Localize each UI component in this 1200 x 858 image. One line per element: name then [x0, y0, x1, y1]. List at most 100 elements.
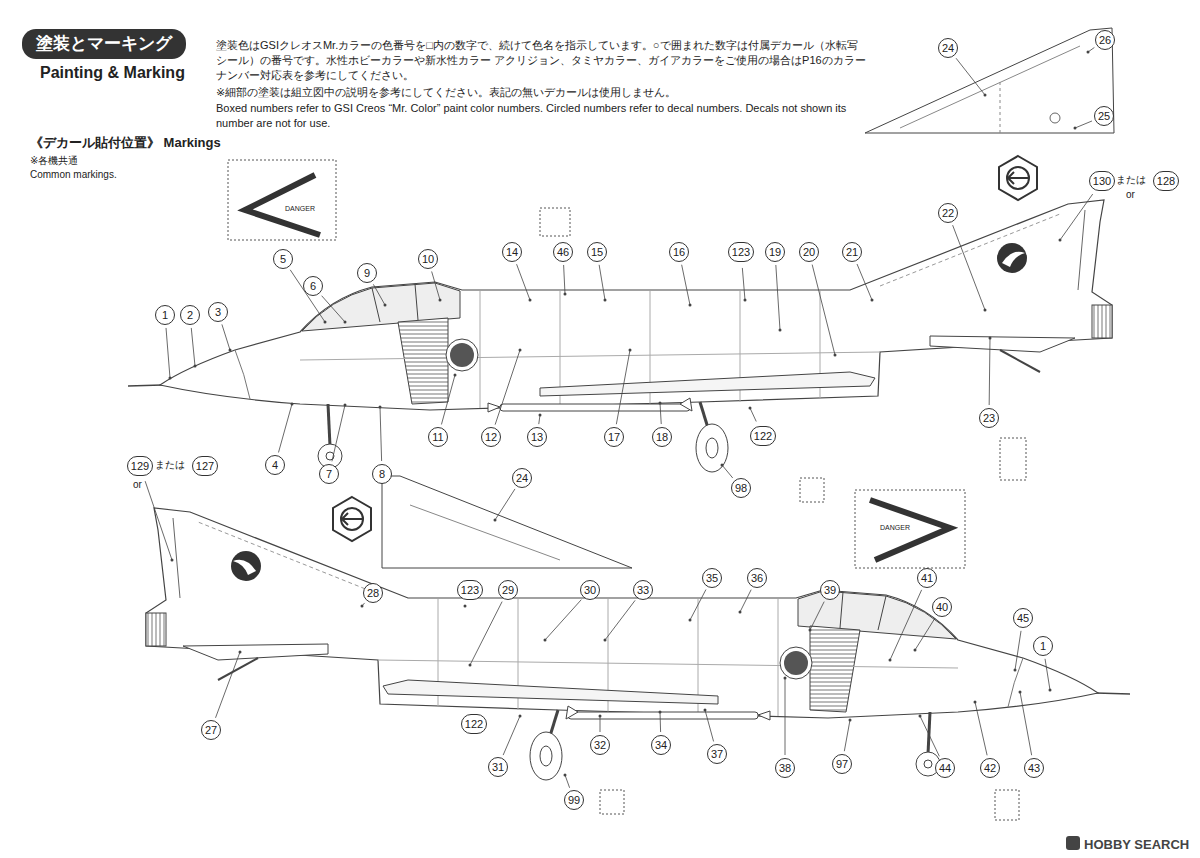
- alternative-note: または: [1116, 174, 1146, 186]
- leader-dot: [1014, 669, 1017, 672]
- leader-dot: [849, 719, 852, 722]
- decal-detail: [228, 160, 1026, 820]
- leader-dot: [494, 519, 497, 522]
- illustration-part: [1000, 82, 1001, 133]
- hobby-search-icon: [1066, 836, 1080, 850]
- leader-line: [975, 702, 987, 755]
- leader-dot: [439, 299, 442, 302]
- callout-number: 33: [633, 580, 653, 600]
- callout-number: 6: [303, 276, 323, 296]
- leader-dot: [519, 349, 522, 352]
- note-text: Boxed numbers refer to GSI Creos “Mr. Co…: [216, 101, 866, 131]
- leader-line: [1045, 659, 1050, 690]
- callout-number: 1: [1033, 636, 1053, 656]
- callout-number: 8: [372, 464, 392, 484]
- leader-line: [605, 600, 635, 640]
- callout-number: 10: [418, 249, 438, 269]
- leader-line: [470, 602, 502, 665]
- callout-number: 15: [587, 242, 607, 262]
- leader-line: [722, 465, 733, 478]
- callout-number: 39: [820, 580, 840, 600]
- leader-line: [495, 350, 520, 425]
- callout-number: 46: [553, 242, 573, 262]
- callout-number: 31: [488, 757, 508, 777]
- callout-number: 11: [428, 427, 448, 447]
- leader-line: [441, 375, 455, 424]
- callout-number: 13: [527, 427, 547, 447]
- illustration-part: [410, 505, 560, 560]
- leader-dot: [344, 404, 347, 407]
- leader-dot: [871, 299, 874, 302]
- callout-number: 127: [192, 456, 218, 476]
- leader-dot: [229, 349, 232, 352]
- callout-number: 12: [481, 427, 501, 447]
- leader-dot: [809, 629, 812, 632]
- leader-dot: [784, 677, 787, 680]
- leader-dot: [564, 293, 567, 296]
- callout-number: 19: [765, 242, 785, 262]
- leader-line: [857, 264, 872, 300]
- callout-number: 21: [842, 242, 862, 262]
- leader-line: [682, 265, 690, 305]
- leader-dot: [834, 354, 837, 357]
- leader-line: [956, 58, 985, 95]
- callout-number: 98: [731, 478, 751, 498]
- illustration-part: [245, 175, 320, 235]
- leader-line: [380, 407, 382, 461]
- leader-dot: [564, 774, 567, 777]
- leader-line: [989, 338, 991, 405]
- illustration-part: [228, 160, 336, 240]
- leader-line: [191, 328, 195, 366]
- leader-line: [373, 284, 385, 305]
- leader-line: [810, 602, 824, 630]
- callout-number: 24: [512, 468, 532, 488]
- alternative-note: or: [133, 479, 142, 491]
- callout-number: 14: [502, 242, 522, 262]
- callout-number: 2: [180, 305, 200, 325]
- leader-line: [1015, 631, 1021, 670]
- leader-line: [920, 716, 939, 756]
- illustration-part: [1050, 113, 1060, 123]
- leader-line: [290, 270, 325, 322]
- leader-line: [278, 404, 292, 452]
- illustration-part: [600, 790, 624, 814]
- leader-dot: [361, 605, 364, 608]
- leader-dot: [1074, 127, 1077, 130]
- leader-line: [495, 489, 515, 520]
- leader-dot: [454, 374, 457, 377]
- leader-dot: [194, 365, 197, 368]
- illustration-part: [540, 208, 570, 236]
- note-text: ※細部の塗装は組立図中の説明を参考にしてください。表記の無いデカールは使用しませ…: [216, 85, 866, 100]
- leader-dot: [984, 309, 987, 312]
- warning-text: DANGER: [285, 205, 315, 213]
- leader-dot: [469, 664, 472, 667]
- callout-number: 130: [1089, 171, 1115, 191]
- watermark: HOBBY SEARCH: [1084, 836, 1189, 854]
- leader-dot: [779, 329, 782, 332]
- leader-dot: [464, 605, 467, 608]
- note-text: ※各機共通: [30, 154, 78, 168]
- callout-number: 25: [1094, 106, 1114, 126]
- leader-dot: [1019, 691, 1022, 694]
- leader-dot: [659, 711, 662, 714]
- leader-line: [599, 265, 605, 300]
- illustration-part: [341, 508, 363, 530]
- leader-dot: [889, 659, 892, 662]
- illustration-part: [1007, 167, 1029, 189]
- callout-number: 35: [702, 568, 722, 588]
- leader-line: [600, 716, 601, 732]
- illustration-part: [865, 28, 1114, 133]
- leader-dot: [739, 611, 742, 614]
- alternative-note: または: [155, 459, 185, 471]
- leader-line: [785, 678, 786, 755]
- callout-number: 26: [1095, 30, 1115, 50]
- leader-line: [844, 720, 850, 751]
- leader-line: [166, 328, 170, 378]
- callout-number: 4: [265, 455, 285, 475]
- illustration-part: [333, 497, 371, 541]
- illustration-part: [1066, 836, 1080, 850]
- leader-dot: [629, 349, 632, 352]
- leader-line: [432, 271, 440, 300]
